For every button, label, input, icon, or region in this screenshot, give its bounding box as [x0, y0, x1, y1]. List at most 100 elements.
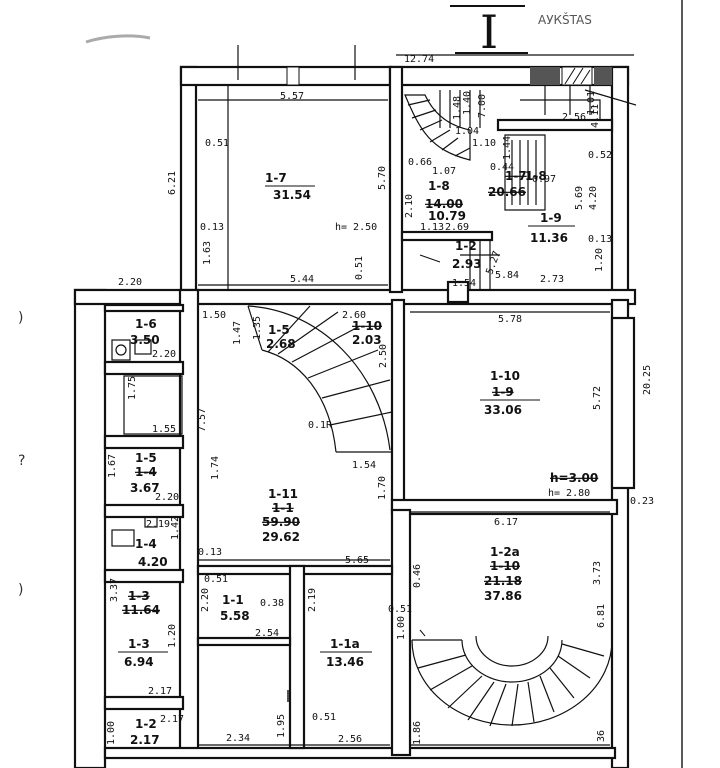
dim-label: 0.51	[205, 138, 229, 149]
room-1-3-id-old: 1-3	[128, 589, 150, 603]
dim-label: 1.00	[106, 721, 117, 745]
dim-label: 1.07	[432, 166, 456, 177]
dim-label: 2.50	[378, 344, 389, 368]
dim-label: 1.67	[107, 454, 118, 478]
dim-label: 5.69	[574, 186, 585, 210]
dim-label: 1.00	[396, 616, 407, 640]
room-1-2a-area: 37.86	[484, 589, 522, 603]
dim-label: 1.10	[472, 138, 496, 149]
room-1-5-id: 1-5	[268, 323, 290, 337]
dim-label: 0.66	[408, 157, 432, 168]
dim-label: 5.78	[498, 314, 522, 325]
dim-label: 1.50	[202, 310, 226, 321]
dim-label: 1.40	[462, 91, 473, 115]
dim-label: 0.52	[588, 150, 612, 161]
room-1-8-id: 1-8	[428, 179, 450, 193]
room-1-11-area: 29.62	[262, 530, 300, 544]
dimension-lines	[198, 45, 637, 746]
dim-label: 2.20	[200, 588, 211, 612]
dim-label: 6.81	[596, 604, 607, 628]
room-1-10-height-old: h=3.00	[550, 471, 598, 485]
room-1-10-id: 1-10	[490, 369, 520, 383]
dim-label: 0.46	[412, 564, 423, 588]
dim-label: 4.11	[590, 104, 601, 128]
dim-label: 3.37	[109, 578, 120, 602]
room-1-8b-area-old: 20.66	[488, 185, 526, 199]
dim-label: 2.34	[226, 733, 250, 744]
margin-mark-2: ?	[18, 453, 25, 469]
dimension-labels: 12.74 5.57 6.21 0.51 5.70 0.13 1.63 5.44…	[106, 54, 654, 745]
dim-label: 1.20	[594, 248, 605, 272]
dim-label: 2.56	[338, 734, 362, 745]
room-1-5s-id-old: 1-4	[135, 465, 157, 479]
floor-annotation: АУКŠTAS	[538, 12, 592, 27]
room-1-10-area: 33.06	[484, 403, 522, 417]
dim-label: 2.20	[155, 492, 179, 503]
dim-label: 5.44	[290, 274, 314, 285]
dim-label: 6.21	[167, 171, 178, 195]
dim-label: 1.42	[170, 516, 181, 540]
dim-label: 1.01	[586, 91, 597, 115]
room-1-10a-area: 2.03	[352, 333, 382, 347]
stair-upper	[404, 85, 601, 290]
room-1-8b-id-old: 1-7	[505, 169, 527, 183]
room-1-7-height: h= 2.50	[335, 222, 377, 233]
dim-label: 20.25	[642, 365, 653, 395]
room-1-2a-id-old: 1-10	[490, 559, 520, 573]
room-1-2b-id: 1-2	[455, 239, 477, 253]
room-1-7-area: 31.54	[273, 188, 311, 202]
room-1-2a-area-old: 21.18	[484, 574, 522, 588]
room-1-7-id: 1-7	[265, 171, 287, 185]
dim-label: 1.95	[276, 714, 287, 738]
dim-label: 0.23	[630, 496, 654, 507]
stair-main	[247, 305, 393, 453]
room-1-4-area: 4.20	[138, 555, 168, 569]
room-1-9-id: 1-9	[540, 211, 562, 225]
dim-label: 0.51	[312, 712, 336, 723]
dim-label: 2.20	[118, 277, 142, 288]
dim-label: 1.55	[152, 424, 176, 435]
dim-label: 1.70	[377, 476, 388, 500]
dim-label: 1.47	[232, 321, 243, 345]
dim-label: 2.54	[255, 628, 279, 639]
dim-label: 1.35	[252, 316, 263, 340]
dim-label: 5.84	[495, 270, 519, 281]
bathroom-fixtures	[111, 339, 183, 547]
dim-label: 0.1R	[308, 420, 333, 431]
dim-label: 5.65	[345, 555, 369, 566]
room-1-10-height: h= 2.80	[548, 488, 590, 499]
room-1-8-area: 10.79	[428, 209, 466, 223]
dim-label: 2.20	[152, 349, 176, 360]
stair-spiral	[411, 629, 613, 727]
room-1-5s-area: 3.67	[130, 481, 160, 495]
room-1-10-id-old: 1-9	[492, 385, 514, 399]
margin-mark-1: )	[18, 310, 23, 326]
dim-label: 1.13	[420, 222, 444, 233]
room-1-3-area: 6.94	[124, 655, 154, 669]
room-1-2a-id: 1-2a	[490, 545, 520, 559]
dim-label: 7.57	[197, 408, 208, 432]
room-1-2-id: 1-2	[135, 717, 157, 731]
room-1-1-id: 1-1	[222, 593, 244, 607]
room-1-5s-id: 1-5	[135, 451, 157, 465]
dim-label: 2.17	[148, 686, 172, 697]
dim-label: 5.70	[377, 166, 388, 190]
dim-label: 1.54	[352, 460, 376, 471]
dim-label: 2.69	[445, 222, 469, 233]
dim-label: 0.51	[204, 574, 228, 585]
dim-label: 0.44	[490, 162, 514, 173]
dim-label: 0.97	[532, 174, 556, 185]
interior-walls	[103, 65, 636, 760]
room-1-5-area: 2.68	[266, 337, 296, 351]
dim-label: 12.74	[404, 54, 434, 65]
dim-label: 2.56	[562, 112, 586, 123]
dim-label: 0.13	[588, 234, 612, 245]
dim-label: 1.54	[452, 278, 476, 289]
dim-label: 1.63	[202, 241, 213, 265]
room-1-8b-id: 1-8	[525, 169, 547, 183]
room-1-3-id: 1-3	[128, 637, 150, 651]
dim-label: 4.20	[588, 186, 599, 210]
dim-label: 2.60	[342, 310, 366, 321]
dim-label: 2.73	[540, 274, 564, 285]
